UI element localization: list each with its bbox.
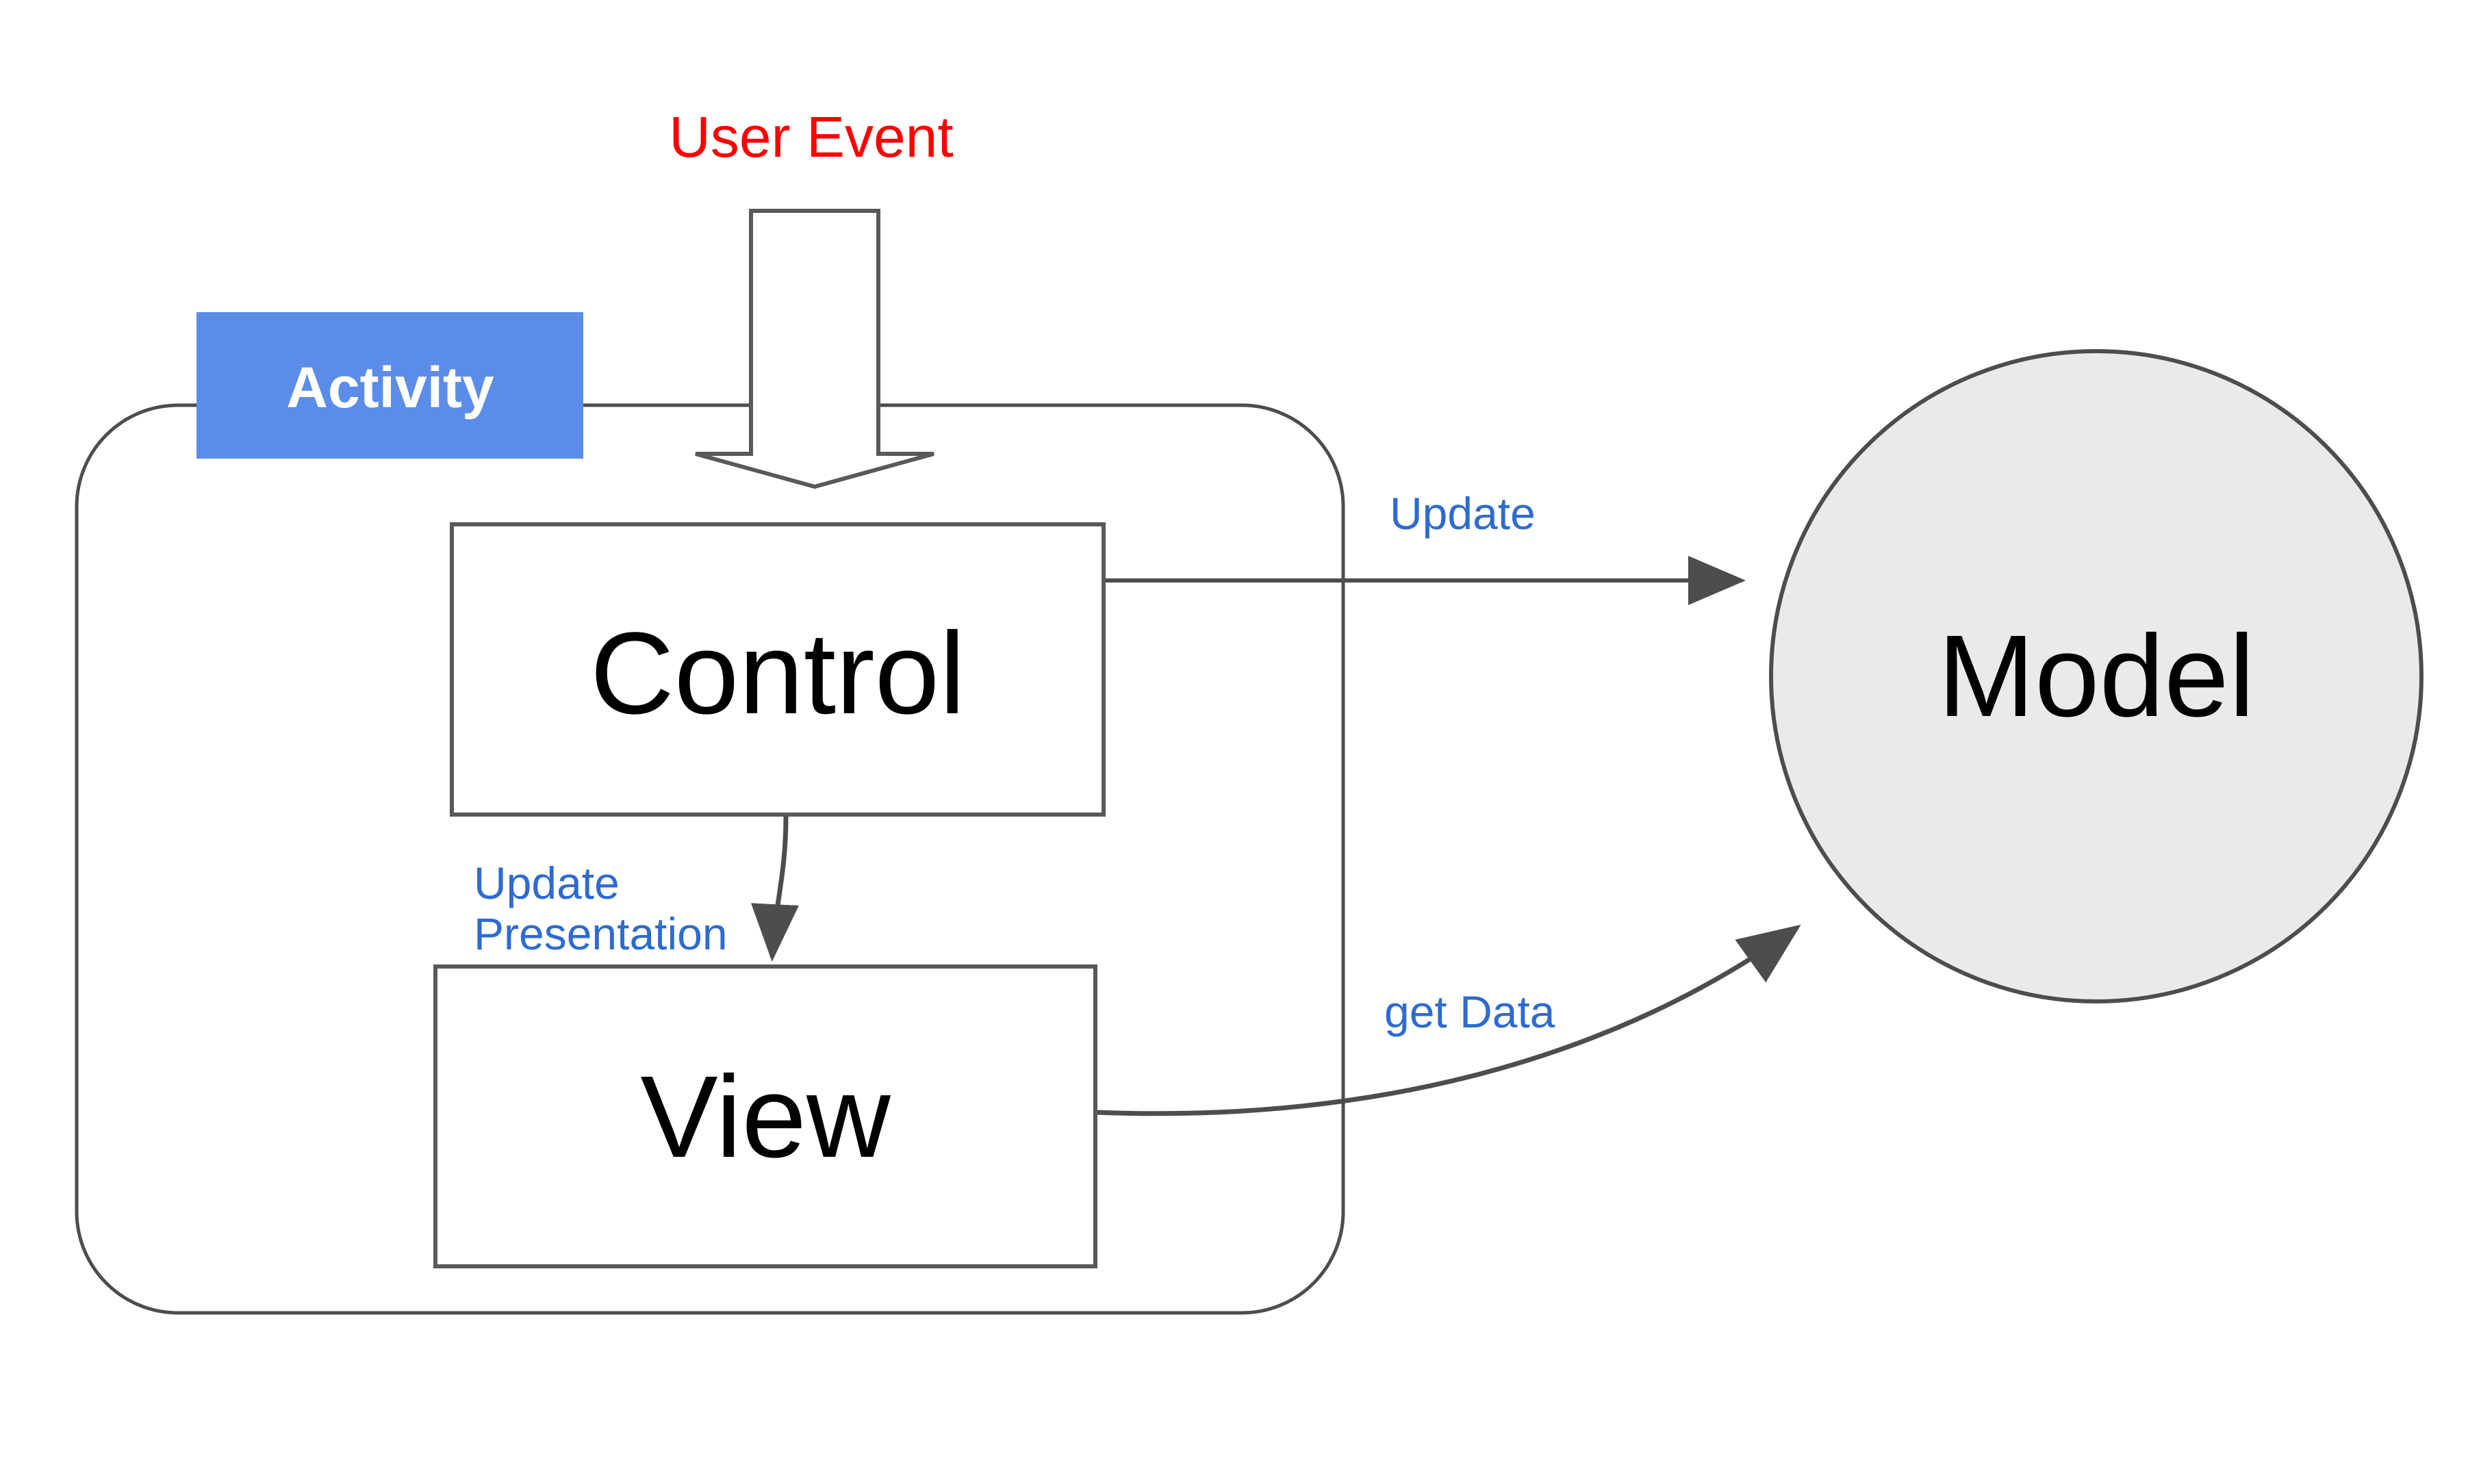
node-view-label: View: [640, 1052, 891, 1182]
node-control-label: Control: [590, 609, 965, 739]
node-control[interactable]: [450, 522, 1106, 817]
node-view[interactable]: [433, 964, 1097, 1268]
node-model[interactable]: [1769, 349, 2423, 1003]
edge-get-data-line: [1095, 924, 1801, 1116]
edge-update-presentation-label-line2: Presentation: [474, 908, 728, 959]
edge-get-data-label: get Data: [1384, 986, 1555, 1037]
user-event-label: User Event: [669, 105, 954, 169]
edge-update-label: Update: [1390, 488, 1536, 539]
user-event-block-arrow: [695, 209, 934, 489]
edge-update-presentation-line: [751, 815, 799, 962]
node-activity[interactable]: [196, 312, 583, 459]
node-model-label: Model: [1937, 611, 2254, 741]
node-activity-label: Activity: [286, 355, 494, 420]
edge-update-presentation-label-line1: Update: [474, 858, 620, 908]
